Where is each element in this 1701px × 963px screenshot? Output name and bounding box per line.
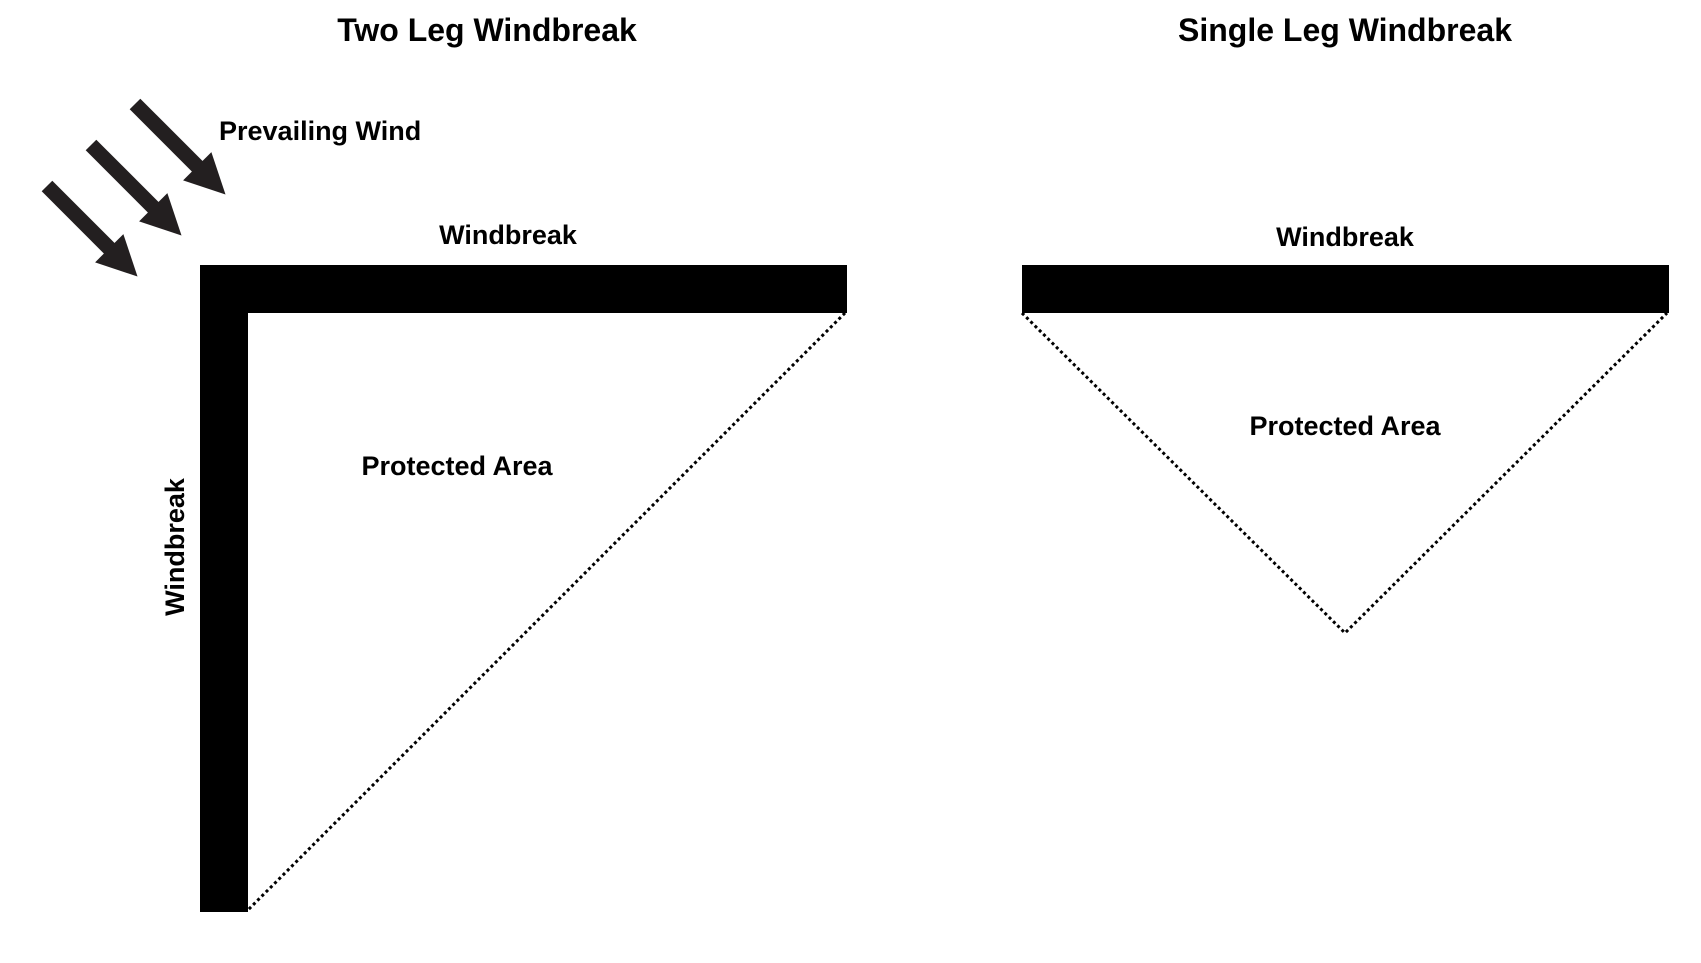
single-protected-area-label: Protected Area: [1249, 411, 1441, 441]
single-leg-title: Single Leg Windbreak: [1178, 12, 1512, 48]
top-windbreak-label: Windbreak: [439, 220, 578, 250]
wind-arrows-icon: [41, 98, 226, 277]
single-protected-area-boundary: [1020, 311, 1669, 636]
wind-arrow-2-icon: [85, 139, 182, 236]
prevailing-wind-label: Prevailing Wind: [219, 116, 421, 146]
single-leg-windbreak-panel: Single Leg Windbreak Windbreak Protected…: [1020, 12, 1669, 636]
single-windbreak-label: Windbreak: [1276, 222, 1415, 252]
side-windbreak-label: Windbreak: [160, 477, 190, 616]
two-leg-windbreak-panel: Two Leg Windbreak Prevailing Wind Windbr…: [41, 12, 847, 912]
single-windbreak-bar: [1022, 265, 1669, 313]
protected-area-boundary: [246, 311, 847, 912]
protected-area-label: Protected Area: [361, 451, 553, 481]
top-windbreak-bar: [200, 265, 847, 313]
side-windbreak-bar: [200, 265, 248, 912]
two-leg-title: Two Leg Windbreak: [337, 12, 637, 48]
wind-arrow-1-icon: [129, 98, 226, 195]
